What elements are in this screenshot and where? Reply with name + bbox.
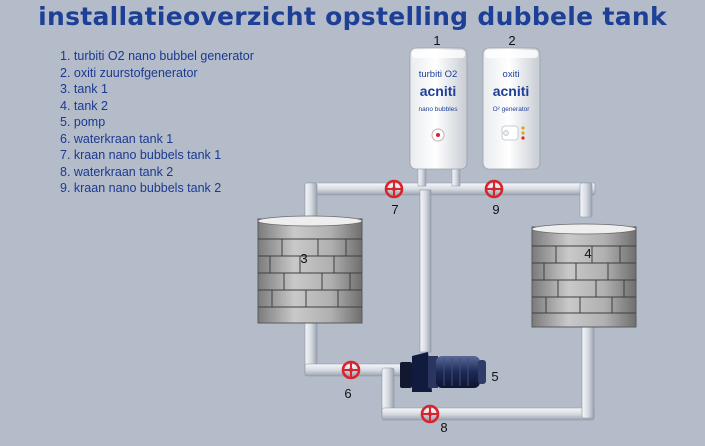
tank-2-brick-pattern (532, 245, 636, 314)
oxiti-oxygen-generator: 2 oxiti acniti O² generator (482, 33, 541, 170)
legend-item: 7. kraan nano bubbels tank 1 (60, 148, 222, 162)
legend-item: 9. kraan nano bubbels tank 2 (60, 181, 222, 195)
valve-9: 9 (484, 179, 504, 217)
legend-item: 1. turbiti O2 nano bubbel generator (60, 49, 254, 63)
turbiti-name: turbiti O2 (419, 69, 458, 80)
pump-label: 5 (491, 369, 498, 384)
turbiti-subtitle: nano bubbles (418, 106, 458, 113)
oxiti-brand: acniti (493, 83, 530, 99)
tank-2: 4 (531, 223, 637, 328)
valve-8: 8 (420, 404, 448, 435)
legend-item: 8. waterkraan tank 2 (60, 164, 174, 179)
oxiti-subtitle: O² generator (493, 106, 531, 113)
turbiti-nano-bubble-generator: 1 turbiti O2 acniti nano bubbles (409, 33, 468, 170)
pipe-network (304, 167, 596, 421)
legend-item: 6. waterkraan tank 1 (60, 131, 174, 146)
tank-1-brick-pattern (258, 238, 362, 308)
page-title: installatieoverzicht opstelling dubbele … (38, 2, 667, 31)
valve-9-label: 9 (492, 202, 499, 217)
valve-6: 6 (341, 360, 361, 401)
legend-item: 2. oxiti zuurstofgenerator (60, 65, 198, 80)
tank-1: 3 (257, 215, 363, 324)
legend-list: 1. turbiti O2 nano bubbel generator 2. o… (60, 48, 254, 197)
valve-7-label: 7 (391, 202, 398, 217)
valve-7: 7 (384, 179, 404, 217)
tank-2-label: 4 (584, 246, 591, 261)
tank-1-label: 3 (300, 251, 307, 266)
unit-number-1: 1 (433, 33, 440, 48)
pump: 5 (400, 352, 499, 392)
valve-6-label: 6 (344, 386, 351, 401)
unit-number-2: 2 (508, 33, 515, 48)
legend-item: 4. tank 2 (60, 98, 108, 113)
status-led-icon (521, 126, 525, 130)
turbiti-brand: acniti (420, 83, 457, 99)
legend-item: 5. pomp (60, 115, 106, 129)
legend-item: 3. tank 1 (60, 82, 108, 96)
oxiti-display-icon (501, 125, 519, 141)
oxiti-name: oxiti (503, 69, 520, 80)
valve-8-label: 8 (440, 420, 447, 435)
